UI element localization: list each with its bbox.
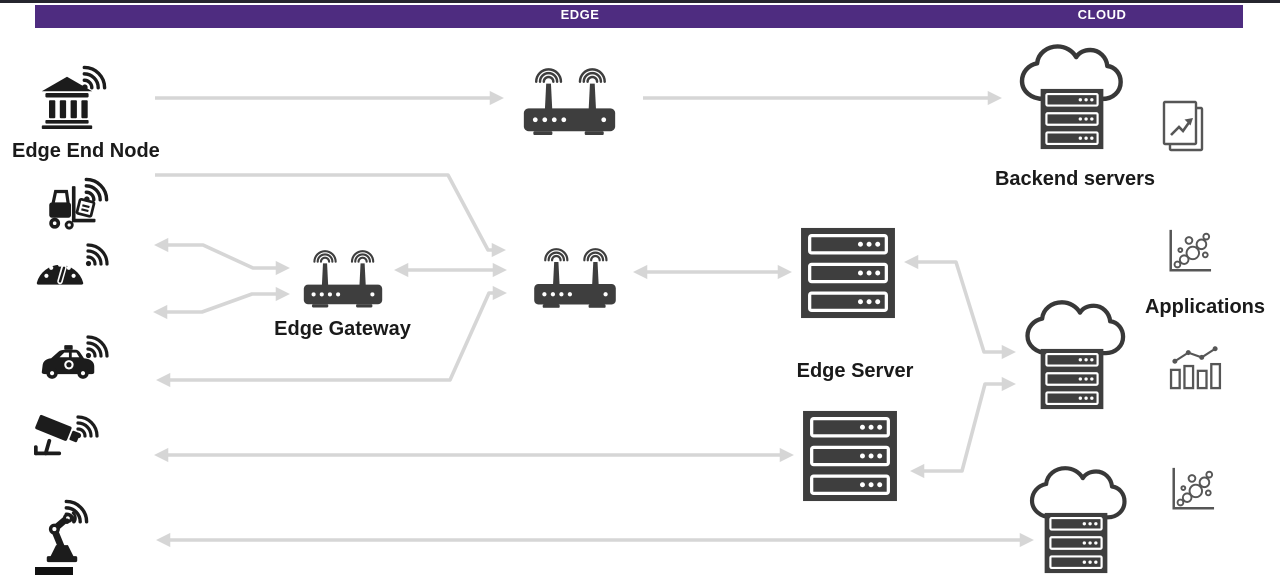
conn-car-to-router-central [156, 285, 507, 388]
conn-edge-server-1-to-cloud-server-1 [904, 254, 1016, 360]
wifi-signal-icon [82, 172, 112, 204]
edge-server-label: Edge Server [796, 360, 914, 382]
bottom-border-fragment [35, 567, 73, 575]
wifi-signal-icon [84, 330, 112, 360]
top-border-strip [0, 0, 1280, 3]
edge-end-node-label: Edge End Node [12, 140, 160, 162]
conn-forklift-to-router-central [155, 173, 506, 258]
edge-gateway-label: Edge Gateway [274, 318, 411, 340]
backend-server-rack-icon [1040, 84, 1104, 154]
edge-zone-label: EDGE [560, 7, 600, 22]
document-trend-icon [1162, 100, 1204, 152]
bubble-chart-icon [1163, 228, 1213, 276]
edge-gateway-icon [294, 240, 392, 308]
bar-line-chart-icon [1169, 346, 1222, 390]
conn-edge-server-2-to-cloud-server-1 [910, 376, 1016, 479]
speedometer-icon [36, 262, 84, 285]
cloud-app-server-1-rack-icon [1040, 344, 1104, 414]
wifi-signal-icon [74, 410, 102, 440]
bubble-chart-icon [1166, 466, 1216, 514]
edge-server-1-icon [798, 227, 898, 319]
applications-label: Applications [1144, 296, 1265, 318]
conn-gauge-to-gateway-down [153, 286, 290, 320]
conn-gauge-to-gateway-up [154, 237, 290, 276]
zone-bar [35, 5, 1243, 28]
bank-building-icon [41, 76, 93, 129]
cloud-app-server-2-rack-icon [1044, 508, 1108, 575]
connected-car-icon [41, 345, 95, 379]
cctv-camera-icon [34, 414, 80, 456]
wifi-signal-icon [84, 238, 112, 268]
cloud-zone-label: CLOUD [1077, 7, 1127, 22]
wifi-signal-icon [62, 494, 92, 526]
backend-servers-label: Backend servers [994, 168, 1156, 190]
wifi-router-central-icon [524, 238, 626, 308]
wifi-signal-icon [80, 60, 110, 92]
wifi-router-top-icon [512, 57, 627, 135]
edge-server-2-icon [800, 410, 900, 502]
